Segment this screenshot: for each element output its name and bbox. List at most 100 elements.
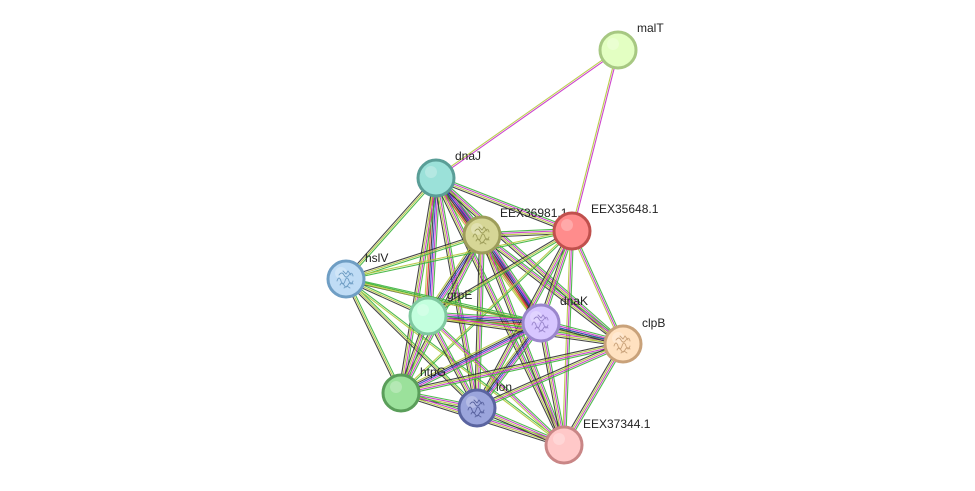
edge-line-black <box>400 341 623 392</box>
edge-line-black <box>344 279 401 394</box>
protein-structure-icon <box>531 314 549 333</box>
protein-structure-icon <box>472 226 490 245</box>
edge-clpb-lon[interactable] <box>475 341 625 411</box>
edge-eex35648-1-hslv[interactable] <box>345 229 573 281</box>
edge-line-olive <box>476 342 623 408</box>
edge-line-olive <box>539 323 564 446</box>
edge-line-olive <box>345 229 572 279</box>
edge-line-magenta <box>436 177 479 408</box>
node-label-eex35648-1: EEX35648.1 <box>591 202 659 216</box>
node-label-malt: malT <box>637 21 664 35</box>
node-htpg[interactable]: htpG <box>381 365 446 413</box>
edge-line-green <box>542 322 567 445</box>
edge-line-black <box>538 323 563 446</box>
edge-line-green <box>477 345 625 411</box>
node-circle <box>598 30 638 70</box>
edge-line-olive <box>434 178 477 409</box>
edge-line-green <box>346 276 542 322</box>
edge-line-magenta <box>401 323 542 395</box>
node-highlight <box>607 38 619 50</box>
node-circle <box>381 373 421 413</box>
node-highlight <box>561 219 573 231</box>
edge-dnaj-htpg[interactable] <box>398 177 439 394</box>
edge-line-olive <box>399 177 436 393</box>
edge-line-magenta <box>401 178 438 394</box>
edge-line-olive <box>345 278 402 394</box>
edge-line-olive <box>345 234 483 280</box>
edge-line-black <box>479 235 563 447</box>
node-grpe[interactable]: grpE <box>408 288 472 336</box>
edge-line-red <box>425 177 435 316</box>
edge-line-magenta <box>436 176 624 344</box>
edge-line-black <box>344 176 436 279</box>
node-label-dnaj: dnaJ <box>455 149 481 163</box>
node-label-dnak: dnaK <box>560 294 588 308</box>
edge-clpb-htpg[interactable] <box>400 341 624 396</box>
edge-malt-eex35648-1[interactable] <box>570 49 620 232</box>
edge-line-green <box>436 175 574 230</box>
node-clpb[interactable]: clpB <box>603 316 665 364</box>
node-hslv[interactable]: hslV <box>326 251 388 299</box>
edge-dnak-htpg[interactable] <box>399 319 543 397</box>
edge-line-black <box>426 177 436 316</box>
node-highlight <box>553 433 565 445</box>
edge-line-olive <box>562 343 623 445</box>
nodes-layer: malT dnaJ EEX36981.1 EEX35648.1 hslV grpE dnaK… <box>326 21 665 465</box>
edge-line-olive <box>399 319 540 391</box>
edge-dnaj-grpe[interactable] <box>423 177 441 317</box>
node-eex37344-1[interactable]: EEX37344.1 <box>544 417 651 465</box>
node-dnak[interactable]: dnaK <box>521 294 588 343</box>
edge-hslv-htpg[interactable] <box>344 278 403 394</box>
node-label-hslv: hslV <box>365 251 388 265</box>
node-highlight <box>417 304 429 316</box>
node-dnaj[interactable]: dnaJ <box>416 149 481 198</box>
protein-structure-icon <box>336 270 354 289</box>
edge-line-black <box>434 179 572 234</box>
edge-line-blue <box>400 322 542 394</box>
edge-line-black <box>426 229 572 316</box>
edge-line-magenta <box>541 322 566 445</box>
edge-line-blue <box>428 178 438 317</box>
edge-line-green <box>346 277 479 408</box>
edge-dnak-eex37344-1[interactable] <box>538 322 567 446</box>
edge-clpb-eex37344-1[interactable] <box>561 342 626 447</box>
node-circle <box>408 296 448 336</box>
edge-dnaj-hslv[interactable] <box>344 176 438 281</box>
edge-line-black <box>400 321 541 393</box>
edge-hslv-lon[interactable] <box>344 277 479 410</box>
edge-line-green <box>565 344 626 447</box>
node-eex36981-1[interactable]: EEX36981.1 <box>462 206 568 255</box>
edge-dnaj-eex35648-1[interactable] <box>434 175 574 234</box>
edge-line-magenta <box>401 344 624 395</box>
edge-line-green <box>572 230 625 344</box>
edge-line-olive <box>400 342 623 393</box>
edge-line-olive <box>435 48 618 178</box>
edge-eex35648-1-clpb[interactable] <box>570 230 625 345</box>
edge-line-green <box>346 231 573 281</box>
edge-line-olive <box>435 178 572 233</box>
edge-line-olive <box>570 231 623 345</box>
edge-malt-dnaj[interactable] <box>435 48 619 180</box>
node-highlight <box>425 166 437 178</box>
edge-line-olive <box>480 235 564 446</box>
edge-line-olive <box>481 235 623 346</box>
node-circle <box>544 425 584 465</box>
edge-line-magenta <box>572 50 620 232</box>
node-label-htpg: htpG <box>420 365 446 379</box>
edge-line-magenta <box>436 176 573 231</box>
node-highlight <box>390 381 402 393</box>
protein-structure-icon <box>613 335 631 354</box>
node-label-eex37344-1: EEX37344.1 <box>583 417 651 431</box>
edge-line-black <box>475 341 623 407</box>
edge-line-black <box>345 232 482 279</box>
edge-line-green <box>346 278 403 393</box>
node-eex35648-1[interactable]: EEX35648.1 <box>552 202 659 251</box>
node-label-grpe: grpE <box>447 288 472 302</box>
edge-line-olive <box>345 177 437 280</box>
edge-line-olive <box>345 278 478 409</box>
node-malt[interactable]: malT <box>598 21 664 70</box>
edge-line-black <box>433 178 563 447</box>
node-lon[interactable]: lon <box>457 380 512 428</box>
